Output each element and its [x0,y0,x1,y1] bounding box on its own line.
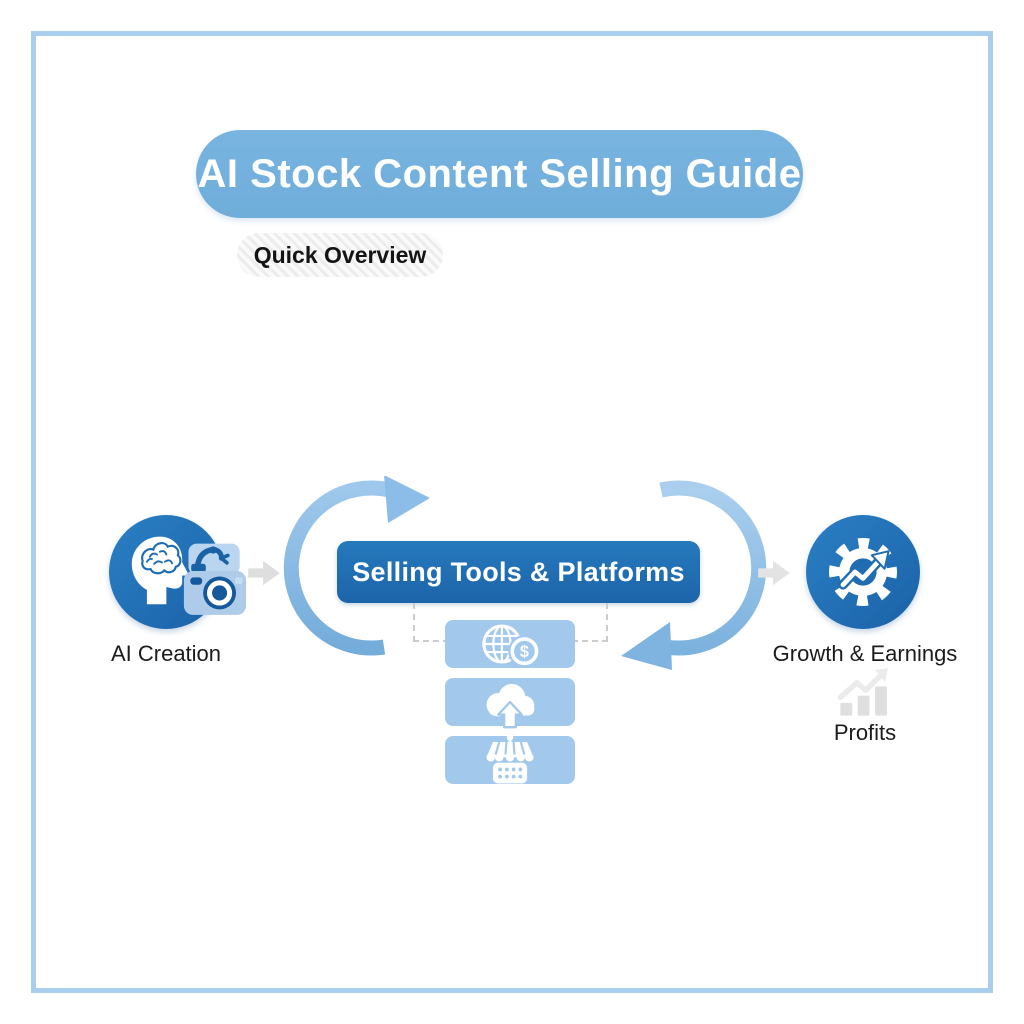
market-stall-icon [486,734,534,784]
title-banner: AI Stock Content Selling Guide [196,130,803,218]
growth-earnings-label: Growth & Earnings [772,641,958,666]
cycle-arrowhead-top-icon [384,476,430,523]
bar-chart-up-icon [837,668,888,716]
cycle-arrows-icon [283,476,767,670]
cycle-arrowhead-bottom-icon [621,622,672,670]
camera-icon [183,543,247,615]
gear-growth-arrow-icon [829,538,897,606]
growth-earnings-node [806,515,920,629]
flow-arrow-icon [758,560,790,586]
profits-label: Profits [833,720,897,745]
platform-box-marketstall [445,734,575,784]
subtitle-text: Quick Overview [253,241,427,268]
ai-creation-label: AI Creation [110,641,222,666]
cloud-upload-icon [486,684,535,729]
globe-dollar-icon: $ [482,624,541,668]
banner-label: Selling Tools & Platforms [352,556,685,587]
brain-head-icon [131,536,188,605]
platform-box-marketplaces: $ [445,620,575,668]
subtitle-badge: Quick Overview [237,233,443,277]
robot-arm-icon [191,546,230,572]
selling-tools-banner: Selling Tools & Platforms [337,541,700,603]
platform-box-upload [445,678,575,729]
svg-text:$: $ [520,643,529,661]
ai-creation-node [109,515,247,629]
flow-arrow-icon [248,560,280,586]
page-title: AI Stock Content Selling Guide [197,151,802,196]
